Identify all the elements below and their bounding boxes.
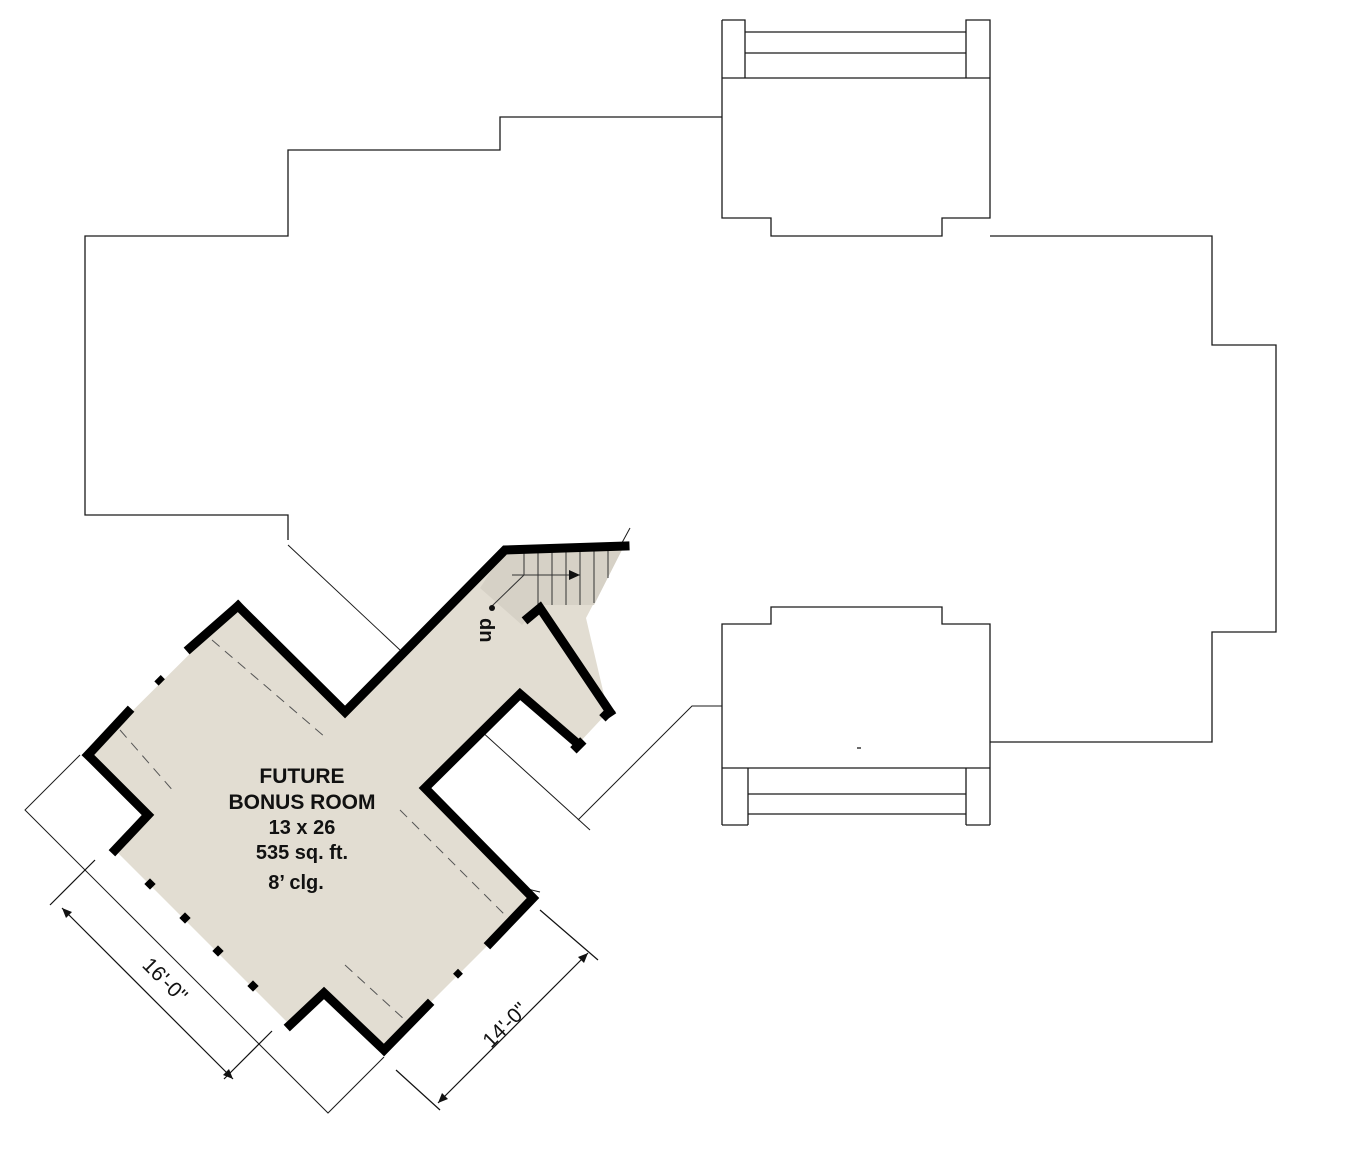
stair-label: dn: [475, 618, 497, 642]
bottom-porch: [721, 606, 991, 826]
window-marks: [144, 675, 616, 992]
knee-wall-lines: [119, 639, 509, 1021]
dimension-right-label: 14'-0": [478, 998, 532, 1052]
stair-dot: [489, 605, 495, 611]
room-area: 535 sq. ft.: [256, 842, 348, 864]
room-name-line1: FUTURE: [259, 765, 344, 788]
room-size: 13 x 26: [269, 817, 336, 839]
stair-treads: [491, 547, 609, 607]
bonus-room-walls: [81, 541, 630, 1057]
bonus-room-floor: [88, 544, 625, 1050]
stair-arrow: [569, 570, 580, 580]
dimension-left-label: 16'-0": [138, 953, 192, 1007]
connector-outline: [577, 705, 722, 821]
top-porch: [721, 19, 991, 237]
room-label: FUTURE BONUS ROOM 13 x 26 535 sq. ft. 8’…: [229, 765, 376, 894]
main-house-outline: [84, 116, 722, 540]
room-name-line2: BONUS ROOM: [229, 791, 376, 814]
room-ceiling: 8’ clg.: [268, 872, 324, 894]
main-house-outline-right: [990, 235, 1277, 743]
